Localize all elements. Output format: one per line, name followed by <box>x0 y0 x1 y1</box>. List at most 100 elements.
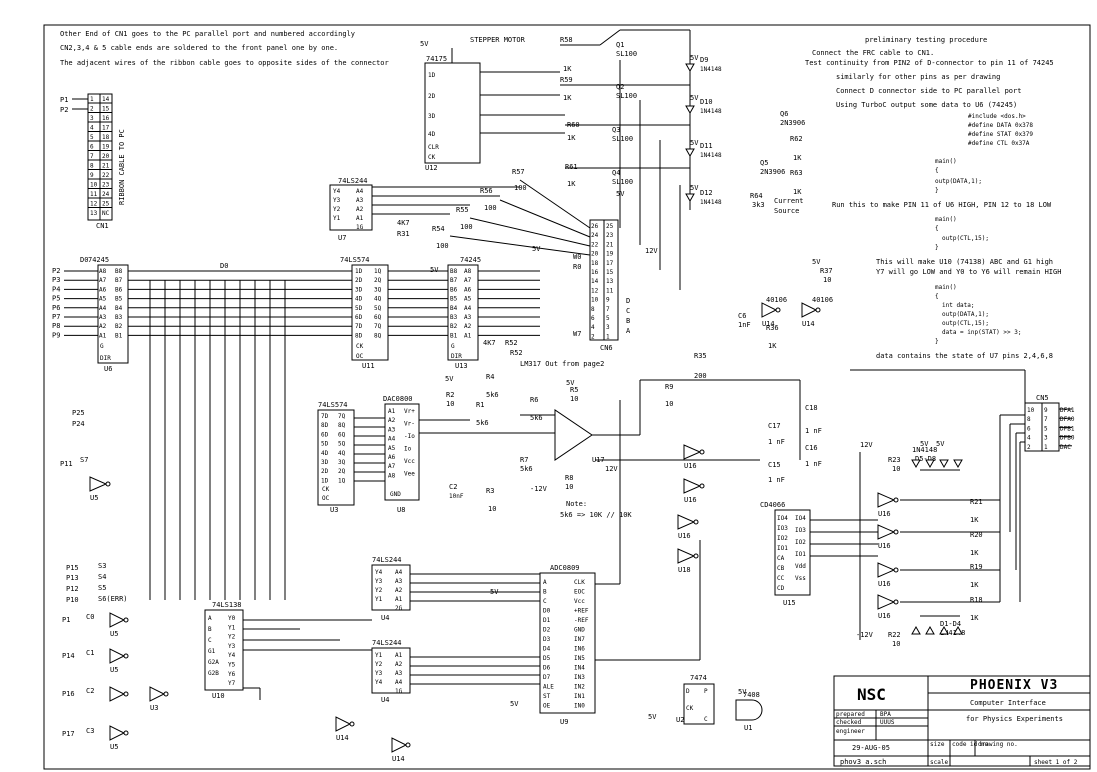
svg-text:1nF: 1nF <box>738 321 751 329</box>
chip-pin: G2B <box>208 670 219 677</box>
svg-text:1G: 1G <box>356 224 364 231</box>
wire <box>599 29 621 46</box>
chip-pin: C <box>543 598 547 605</box>
svg-text:5k6: 5k6 <box>530 414 543 422</box>
gate-bubble <box>693 553 699 559</box>
diode <box>925 625 935 635</box>
svg-text:Q4: Q4 <box>612 169 620 177</box>
chip-pin: A <box>543 579 547 586</box>
chip-pin: A <box>208 615 212 622</box>
svg-text:A1: A1 <box>356 215 364 222</box>
chip-pin: D4 <box>543 646 551 653</box>
chip-pin: 6D <box>321 431 329 438</box>
gate-bubble <box>123 653 129 659</box>
svg-text:checked: checked <box>836 719 862 726</box>
svg-text:Test continuity from PIN2 of D: Test continuity from PIN2 of D-connector… <box>805 59 1054 67</box>
svg-text:R20: R20 <box>970 531 983 539</box>
svg-text:D5-D8: D5-D8 <box>915 455 936 463</box>
cn1-pin: 7 <box>90 153 94 160</box>
logic-gate <box>335 716 352 732</box>
gate-bubble <box>893 529 899 535</box>
chip-pin: A4 <box>395 569 403 576</box>
svg-text:R31: R31 <box>397 230 410 238</box>
svg-text:100: 100 <box>514 184 527 192</box>
cn5-pin: 5 <box>1044 425 1048 432</box>
cn1-pin: 25 <box>102 201 110 208</box>
svg-text:7408: 7408 <box>743 691 760 699</box>
svg-text:data = inp(STAT) >> 3;: data = inp(STAT) >> 3; <box>942 329 1021 336</box>
svg-text:5k6: 5k6 <box>476 419 489 427</box>
svg-text:OC: OC <box>356 353 364 360</box>
svg-text:1N4148: 1N4148 <box>912 446 937 454</box>
chip-pin: B3 <box>115 314 123 321</box>
cn5-signal: DFA1 <box>1060 407 1075 414</box>
chip-u6: D0 74245 B8B7B6B5B4B3B2B1A8A7A6A5A4A3A2A… <box>80 256 129 373</box>
port-label: P5 <box>52 295 60 303</box>
svg-text:This will make U10 (74138) ABC: This will make U10 (74138) ABC and G1 hi… <box>876 258 1053 266</box>
svg-text:D: D <box>686 688 690 695</box>
svg-text:CK: CK <box>356 343 364 350</box>
svg-text:40106: 40106 <box>766 296 787 304</box>
supply-5v: 5V <box>648 713 657 721</box>
chip-pin: B1 <box>115 332 123 339</box>
supply-5v: 5V <box>812 258 821 266</box>
chip-pin: B8 <box>450 268 458 275</box>
chip-pin: A6 <box>388 454 396 461</box>
svg-text:#include <dos.h>: #include <dos.h> <box>968 113 1026 120</box>
diode <box>939 625 949 635</box>
cn1-pin: 2 <box>90 106 94 113</box>
svg-text:D0: D0 <box>80 256 88 264</box>
cn1-pin: 20 <box>102 153 110 160</box>
chip-pin: Vr- <box>404 421 415 428</box>
schematic-title: PHOENIX V3 <box>970 678 1058 693</box>
chip-pin: 8Q <box>338 422 346 429</box>
svg-text:R62: R62 <box>790 135 803 143</box>
cn6-pin: 12 <box>591 287 599 294</box>
gate-ref: U18 <box>678 566 691 574</box>
chip-pin: A3 <box>388 426 396 433</box>
svg-text:prepared: prepared <box>836 711 865 718</box>
svg-text:3D: 3D <box>428 113 436 120</box>
svg-text:P13: P13 <box>66 574 79 582</box>
svg-text:U7: U7 <box>338 234 346 242</box>
chip-pin: D7 <box>543 674 551 681</box>
gate-bubble <box>775 307 781 313</box>
svg-text:74LS244: 74LS244 <box>372 556 402 564</box>
cn5-pin: 2 <box>1027 444 1031 451</box>
svg-text:R18: R18 <box>970 596 983 604</box>
svg-text:U3: U3 <box>330 506 338 514</box>
cn6-pin: 15 <box>606 269 614 276</box>
svg-text:R22: R22 <box>888 631 901 639</box>
svg-text:Y2: Y2 <box>333 206 341 213</box>
svg-text:C2: C2 <box>86 687 94 695</box>
cn5-pin: 9 <box>1044 407 1048 414</box>
svg-text:main(): main() <box>935 158 957 165</box>
chip-pin: A1 <box>395 652 403 659</box>
cn1-pin: 15 <box>102 106 110 113</box>
svg-text:R6: R6 <box>530 396 538 404</box>
chip-pin: Y5 <box>228 662 236 669</box>
cn6-pin: 5 <box>606 315 610 322</box>
diode <box>685 63 695 73</box>
supply-12v: 12V <box>860 441 873 449</box>
svg-text:#define CTL 0x37A: #define CTL 0x37A <box>968 140 1030 147</box>
chip-pin: Y1 <box>375 652 383 659</box>
supply-m12v: -12V <box>530 485 548 493</box>
chip-pin: Y2 <box>375 661 383 668</box>
svg-text:#define DATA 0x378: #define DATA 0x378 <box>968 122 1033 129</box>
chip-pin: 7D <box>321 413 329 420</box>
cn6-pin: 13 <box>606 278 614 285</box>
diode <box>685 105 695 115</box>
supply-5v: 5V <box>532 245 541 253</box>
svg-text:S6(ERR): S6(ERR) <box>98 595 128 603</box>
cn1-pin: 18 <box>102 134 110 141</box>
svg-text:CD4066: CD4066 <box>760 501 785 509</box>
supply-5v: 5V <box>566 379 575 387</box>
chip-pin: Vee <box>404 471 415 478</box>
chip-pin: CA <box>777 555 785 562</box>
svg-text:R3: R3 <box>486 487 494 495</box>
chip-u7: 74LS244 Y4 Y3 Y2 Y1 A4 A3 A2 A1 1G U7 4K… <box>329 177 410 242</box>
svg-text:10: 10 <box>565 483 573 491</box>
